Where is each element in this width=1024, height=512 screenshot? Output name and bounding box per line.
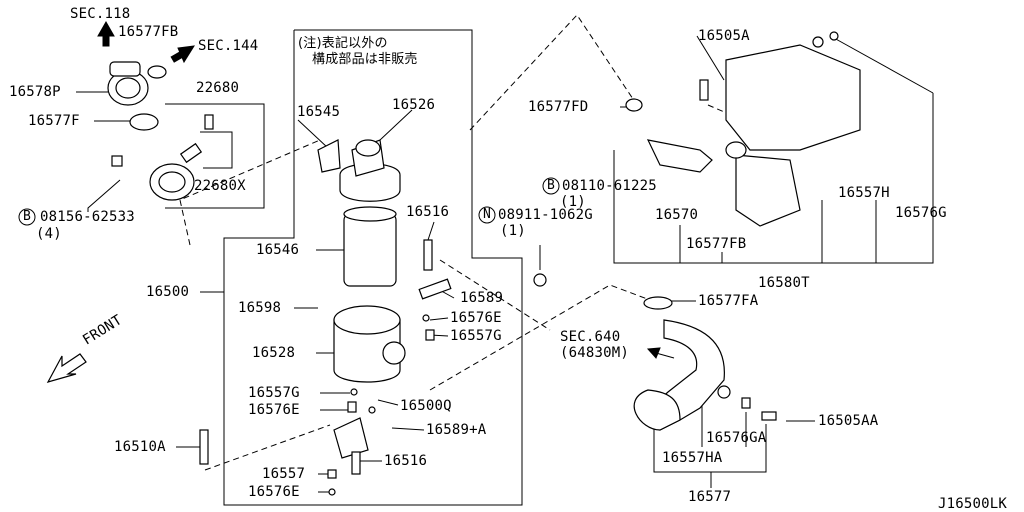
label-16577FB-top: 16577FB [118, 24, 179, 40]
label-16570: 16570 [655, 207, 699, 223]
label-16580T: 16580T [758, 275, 810, 291]
label-16576E-low: 16576E [248, 402, 300, 418]
bracket-16577 [653, 420, 767, 473]
label-16546: 16546 [256, 242, 300, 258]
label-16557HA: 16557HA [662, 450, 723, 466]
label-nut-08911: 08911-1062G [498, 207, 593, 223]
label-16577FA: 16577FA [698, 293, 759, 309]
label-16589: 16589 [460, 290, 504, 306]
label-16516-low: 16516 [384, 453, 428, 469]
clamp-16577F-sketch [129, 113, 159, 131]
note-line-2: 構成部品は非販売 [312, 52, 418, 67]
assembly-frame [223, 29, 523, 506]
label-sec640-sub: (64830M) [560, 345, 630, 361]
label-16576E-bot: 16576E [248, 484, 300, 500]
label-16577F: 16577F [28, 113, 80, 129]
note-line-1: (注)表記以外の [298, 36, 388, 51]
label-16589A: 16589+A [426, 422, 487, 438]
dashed-link-c [439, 259, 551, 331]
label-16576E-mid: 16576E [450, 310, 502, 326]
filter-element-sketch [343, 213, 397, 287]
label-16577: 16577 [688, 489, 732, 505]
sensor-group-frame [165, 103, 265, 209]
label-bolt-08110-qty: (1) [560, 194, 586, 210]
diagram-id: J16500LK [938, 496, 1008, 512]
arrow-sec118-icon [97, 20, 115, 37]
label-bolt-08156: 08156-62533 [40, 209, 135, 225]
bracket-16580T [613, 93, 934, 264]
label-16576G: 16576G [895, 205, 947, 221]
front-arrow-icon [46, 353, 87, 383]
circle-b-icon-2 [542, 177, 560, 195]
label-sec640: SEC.640 [560, 329, 621, 345]
circle-b-icon-1 [18, 208, 36, 226]
arrow-sec640-icon [646, 347, 661, 359]
resonator-sketch [725, 44, 861, 151]
label-16516-top: 16516 [406, 204, 450, 220]
circle-b-letter-2: B [547, 178, 556, 193]
dashed-link-b [469, 14, 638, 131]
label-16557G-mid: 16557G [450, 328, 502, 344]
label-16557H: 16557H [838, 185, 890, 201]
label-16510A: 16510A [114, 439, 166, 455]
label-16528: 16528 [252, 345, 296, 361]
circle-b-letter-1: B [23, 209, 32, 224]
label-16576GA: 16576GA [706, 430, 767, 446]
dashed-link-a [179, 139, 321, 246]
label-16557: 16557 [262, 466, 306, 482]
label-bolt-08110: 08110-61225 [562, 178, 657, 194]
duct-16570-sketch [646, 139, 713, 173]
bracket-16589-sketch [418, 278, 452, 300]
label-16500: 16500 [146, 284, 190, 300]
label-22680: 22680 [196, 80, 240, 96]
circle-n-letter: N [483, 207, 492, 222]
label-16598: 16598 [238, 300, 282, 316]
label-16526: 16526 [392, 97, 436, 113]
label-16500Q: 16500Q [400, 398, 452, 414]
label-16505AA: 16505AA [818, 413, 879, 429]
label-16505A: 16505A [698, 28, 750, 44]
label-nut-08911-qty: (1) [500, 223, 526, 239]
label-16545: 16545 [297, 104, 341, 120]
label-22680X: 22680X [194, 178, 246, 194]
bracket-16545-sketch [317, 139, 341, 173]
label-sec144: SEC.144 [198, 38, 259, 54]
label-16578P: 16578P [9, 84, 61, 100]
label-sec118: SEC.118 [70, 6, 131, 22]
label-16557G-low: 16557G [248, 385, 300, 401]
filter-housing-sketch [333, 319, 401, 383]
bracket-16589A-sketch [333, 417, 369, 459]
circle-n-icon [478, 206, 496, 224]
label-16577FB-mid: 16577FB [686, 236, 747, 252]
label-16577FD: 16577FD [528, 99, 589, 115]
dashed-link-e [204, 424, 331, 471]
label-bolt-08156-qty: (4) [36, 226, 62, 242]
